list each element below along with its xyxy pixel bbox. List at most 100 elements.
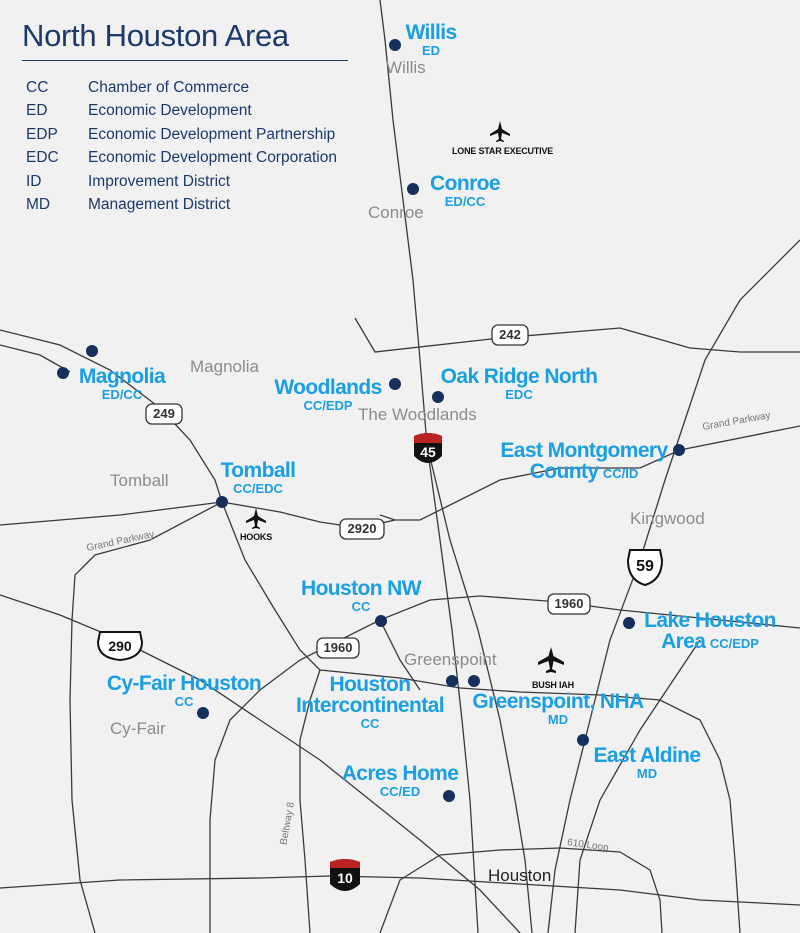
hwy-us59-label: 59 xyxy=(636,558,654,575)
location-dot-woodlands[interactable] xyxy=(389,378,401,390)
legend-text: Chamber of Commerce xyxy=(88,79,250,96)
location-dot-conroe[interactable] xyxy=(407,183,419,195)
road-beltway8 xyxy=(299,669,321,933)
org-label-lake-houston[interactable]: Lake Houston Area CC/EDP xyxy=(640,610,780,652)
org-label-east-aldine[interactable]: East Aldine MD xyxy=(586,745,708,782)
org-tag: MD xyxy=(636,766,658,781)
location-dot-east-aldine[interactable] xyxy=(577,734,589,746)
location-dot-greenspoint[interactable] xyxy=(468,675,480,687)
org-label-conroe[interactable]: Conroe ED/CC xyxy=(424,173,506,210)
org-name: Woodlands xyxy=(274,376,382,399)
road-610-loop xyxy=(379,847,663,933)
org-label-woodlands[interactable]: Woodlands CC/EDP xyxy=(268,377,388,414)
legend-text: Management District xyxy=(88,195,231,213)
location-dot-oak-ridge-north[interactable] xyxy=(432,391,444,403)
location-dot-acres-home[interactable] xyxy=(443,790,455,802)
location-dot-lake-houston[interactable] xyxy=(623,617,635,629)
org-label-willis[interactable]: Willis ED xyxy=(398,22,464,59)
org-name-line1: Houston xyxy=(329,673,412,696)
org-tag: CC/EDP xyxy=(709,636,759,651)
city-label-kingwood: Kingwood xyxy=(630,509,705,528)
location-dot-magnolia[interactable] xyxy=(57,367,69,379)
location-dot-cy-fair-houston[interactable] xyxy=(197,707,209,719)
road-magnolia-west xyxy=(0,344,71,373)
org-name: Acres Home xyxy=(341,762,459,785)
shield-i45 xyxy=(414,433,442,463)
org-tag: ED xyxy=(421,43,441,58)
hwy-2920-label: 2920 xyxy=(347,521,377,536)
location-dot-willis[interactable] xyxy=(389,39,401,51)
road-249 xyxy=(0,329,321,671)
org-name: Oak Ridge North xyxy=(440,365,598,388)
road-grand-parkway-ne xyxy=(379,425,800,521)
org-tag: ED/CC xyxy=(101,387,143,402)
location-dot-houston-intercontinental[interactable] xyxy=(446,675,458,687)
org-tag: CC/ED xyxy=(379,784,421,799)
org-name-line1: East Montgomery xyxy=(500,439,668,462)
airport-label-hooks: HOOKS xyxy=(240,532,273,542)
legend-abbr: MD xyxy=(26,195,51,213)
road-1960 xyxy=(209,595,800,933)
org-label-houston-nw[interactable]: Houston NW CC xyxy=(296,578,426,615)
shield-i10 xyxy=(330,859,360,891)
road-i45-south-b xyxy=(426,444,533,933)
city-label-tomball: Tomball xyxy=(110,471,169,490)
map-title: North Houston Area xyxy=(22,18,289,53)
road-beltway8-north xyxy=(319,669,741,933)
org-name: Houston NW xyxy=(301,577,422,600)
org-name: Tomball xyxy=(220,459,296,482)
org-label-acres-home[interactable]: Acres Home CC/ED xyxy=(334,763,466,800)
org-name-line2: County xyxy=(529,460,599,483)
org-label-houston-intercontinental[interactable]: Houston Intercontinental CC xyxy=(290,674,450,732)
org-tag: CC xyxy=(351,599,371,614)
legend-row: MD Management District xyxy=(26,193,337,216)
org-name: Cy-Fair Houston xyxy=(106,672,262,695)
org-tag: MD xyxy=(547,712,569,727)
org-label-east-montgomery[interactable]: East Montgomery County CC/ID xyxy=(494,440,674,482)
shield-us290 xyxy=(96,631,144,662)
legend-text: Improvement District xyxy=(88,172,231,190)
legend-text: Economic Development Corporation xyxy=(88,149,337,167)
city-label-magnolia: Magnolia xyxy=(190,357,259,376)
city-label-greenspoint: Greenspoint xyxy=(404,650,497,669)
org-label-oak-ridge-north[interactable]: Oak Ridge North EDC xyxy=(436,366,602,403)
airplane-icon-hooks xyxy=(246,508,266,529)
shield-us59 xyxy=(626,549,664,587)
hwy-242-label: 242 xyxy=(499,327,521,342)
location-dot-magnolia-north[interactable] xyxy=(86,345,98,357)
org-name: Magnolia xyxy=(78,365,166,388)
hwy-1960-east-label: 1960 xyxy=(554,596,584,611)
location-dot-houston-nw[interactable] xyxy=(375,615,387,627)
city-label-willis: Willis xyxy=(386,58,426,77)
org-label-greenspoint[interactable]: Greenspoint, NHA MD xyxy=(466,691,650,728)
org-tag: CC xyxy=(174,694,194,709)
airplane-icon-bushiah xyxy=(538,647,564,673)
shield-242 xyxy=(491,324,529,346)
org-name: Conroe xyxy=(430,172,501,195)
road-i10 xyxy=(0,875,800,906)
org-name-line1: Lake Houston xyxy=(644,609,776,632)
shield-1960-west xyxy=(316,637,360,659)
airport-label-bushiah: BUSH IAH xyxy=(532,680,574,690)
city-label-conroe: Conroe xyxy=(368,203,424,222)
location-dot-east-montgomery[interactable] xyxy=(673,444,685,456)
org-label-cy-fair-houston[interactable]: Cy-Fair Houston CC xyxy=(102,673,266,710)
city-label-houston: Houston xyxy=(488,866,552,885)
org-label-tomball[interactable]: Tomball CC/EDC xyxy=(214,460,302,497)
city-label-cy-fair: Cy-Fair xyxy=(110,719,166,738)
location-dot-tomball[interactable] xyxy=(216,496,228,508)
city-label-the-woodlands: The Woodlands xyxy=(358,405,477,424)
shield-2920 xyxy=(339,518,385,540)
hwy-i10-label: 10 xyxy=(337,870,353,886)
org-label-magnolia[interactable]: Magnolia ED/CC xyxy=(74,366,170,403)
hwy-249-label: 249 xyxy=(153,406,175,421)
org-tag: CC/EDP xyxy=(303,398,353,413)
